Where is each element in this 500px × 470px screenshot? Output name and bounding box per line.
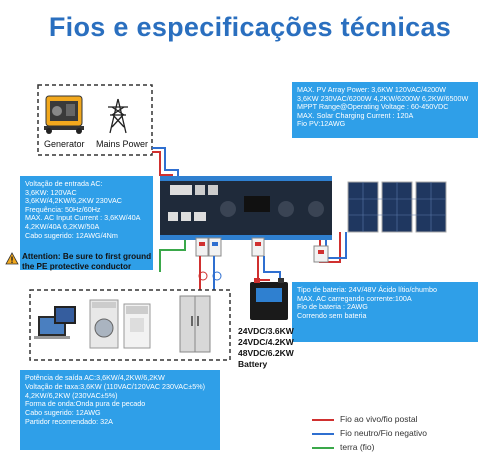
warning-line: Attention: Be sure to first ground (22, 252, 152, 261)
tv-icon (54, 306, 76, 324)
loads-group-outline (29, 289, 231, 361)
battery-icon (250, 278, 288, 320)
battery-spec-line: Fio de bateria : 2AWG (297, 302, 368, 312)
mains-power-label: Mains Power (96, 139, 149, 149)
generator-label: Generator (44, 139, 85, 149)
ac-output-spec-line: Forma de onda:Onda pura de pecado (25, 399, 146, 409)
ac-input-spec-box: Voltação de entrada AC: 3,6KW: 120VAC 3,… (20, 176, 153, 270)
pv-spec-line: MPPT Range@Operating Voltage : 60-450VDC (297, 102, 449, 112)
pv-spec-line: 3,6KW 230VAC/6200W 4,2KW/6200W 6,2KW/650… (297, 93, 469, 103)
warning-line: the PE protective conductor (22, 262, 132, 271)
ac-input-breakers (195, 237, 222, 257)
ac-output-spec-box: Potência de saída AC:3,6KW/4,2KW/6,2KW V… (20, 370, 220, 450)
ac-input-spec-line: Cabo sugerido: 12AWG/4Nm (25, 230, 118, 240)
top-loader-washer-icon (123, 303, 151, 349)
legend-neutral-swatch (312, 433, 334, 435)
ac-output-spec-line: Potência de saída AC:3,6KW/4,2KW/6,2KW (25, 373, 165, 382)
pv-spec-line: Fio PV:12AWG (297, 119, 346, 129)
battery-voltage-line: Battery (238, 359, 268, 369)
battery-voltage-labels: 24VDC/3.6KW 24VDC/4.2KW 48VDC/6.2KW Batt… (238, 326, 294, 370)
legend-neutral-label: Fio neutro/Fio negativo (340, 428, 427, 438)
ac-output-spec-line: Voltação de taxa:3,6KW (110VAC/120VAC 23… (25, 381, 205, 391)
power-pylon-icon (108, 98, 128, 134)
battery-voltage-line: 24VDC/3.6KW (238, 326, 294, 336)
pv-spec-box: MAX. PV Array Power: 3,6KW 120VAC/4200W … (292, 82, 478, 138)
ac-input-spec-line: Frequência: 50Hz/60Hz (25, 204, 101, 214)
battery-spec-line: Correndo sem bateria (297, 310, 367, 320)
ac-input-spec-line: Voltação de entrada AC: (25, 179, 103, 188)
washing-machine-icon (89, 299, 119, 349)
legend-live-swatch (312, 419, 334, 421)
ac-input-spec-line: MAX. AC Input Current : 3,6KW/40A (25, 213, 141, 223)
legend-ground-swatch (312, 447, 334, 449)
ac-output-spec-line: 4,2KW/6,2KW (230VAC±5%) (25, 390, 118, 400)
inverter-unit (160, 176, 332, 240)
generator-icon (44, 95, 84, 134)
battery-spec-box: Tipo de bateria: 24V/48V Ácido lítio/chu… (292, 282, 478, 342)
pv-spec-line: MAX. PV Array Power: 3,6KW 120VAC/4200W (297, 85, 446, 94)
battery-spec-line: MAX. AC carregando corrente:100A (297, 293, 412, 303)
warning-icon (5, 252, 19, 265)
ac-output-spec-line: Cabo sugerido: 12AWG (25, 408, 101, 418)
ac-input-spec-line: 3,6KW: 120VAC (25, 187, 77, 197)
pv-spec-line: MAX. Solar Charging Current : 120A (297, 110, 414, 120)
ac-input-spec-line: 4,2KW/40A 6,2KW/50A (25, 221, 100, 231)
battery-voltage-line: 48VDC/6.2KW (238, 348, 294, 358)
ground-warning: Attention: Be sure to first ground the P… (22, 252, 151, 272)
ac-input-spec-line: 3,6KW/4,2KW/6,2KW 230VAC (25, 196, 122, 206)
battery-spec-line: Tipo de bateria: 24V/48V Ácido lítio/chu… (297, 285, 437, 294)
page-title: Fios e especificações técnicas (48, 12, 452, 42)
source-group-outline (37, 84, 153, 156)
legend-ground-label: terra (fio) (340, 442, 375, 452)
refrigerator-icon (179, 295, 211, 353)
ac-output-spec-line: Partidor recomendado: 32A (25, 416, 113, 426)
legend-live-label: Fio ao vivo/fio postal (340, 414, 418, 424)
battery-voltage-line: 24VDC/4.2KW (238, 337, 294, 347)
solar-panel-array (347, 181, 447, 233)
